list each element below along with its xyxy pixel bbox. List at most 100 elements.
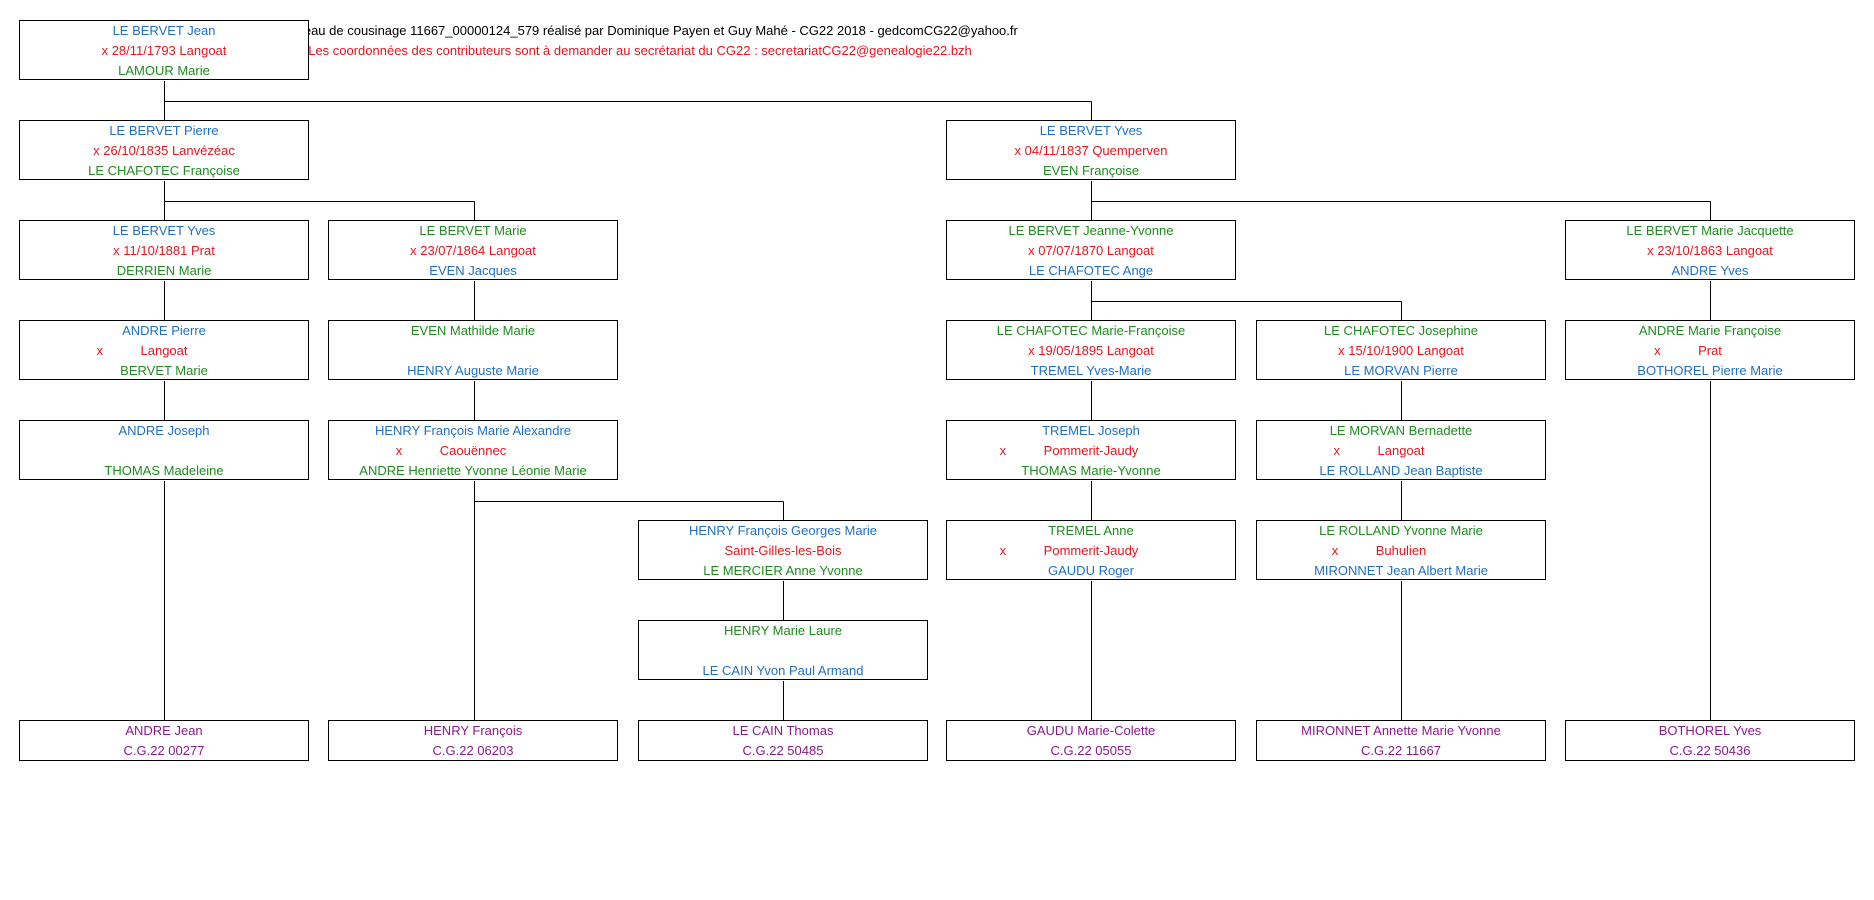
- person-box-le-bervet-yves-1881: LE BERVET Yves x 11/10/1881 Prat DERRIEN…: [19, 220, 309, 280]
- person-box-le-bervet-pierre: LE BERVET Pierre x 26/10/1835 Lanvézéac …: [19, 120, 309, 180]
- person-name: LE BERVET Jeanne-Yvonne: [1008, 223, 1174, 238]
- person-box-le-bervet-jean: LE BERVET Jean x 28/11/1793 Langoat LAMO…: [19, 20, 309, 80]
- contributor-name: BOTHOREL Yves: [1658, 723, 1762, 738]
- marriage-info: x 15/10/1900 Langoat: [1338, 343, 1464, 358]
- person-name: LE BERVET Marie: [419, 223, 527, 238]
- spouse-name: LE MERCIER Anne Yvonne: [703, 563, 863, 578]
- spouse-name: EVEN Jacques: [429, 263, 517, 278]
- marriage-info: x 04/11/1837 Quemperven: [1014, 143, 1168, 158]
- contributor-box-le-cain-thomas: LE CAIN Thomas C.G.22 50485: [638, 720, 928, 761]
- person-box-tremel-anne: TREMEL Anne x Pommerit-Jaudy GAUDU Roger: [946, 520, 1236, 580]
- marriage-mark: x: [999, 543, 1007, 558]
- person-name: LE ROLLAND Yvonne Marie: [1319, 523, 1483, 538]
- contributor-box-andre-jean: ANDRE Jean C.G.22 00277: [19, 720, 309, 761]
- person-name: ANDRE Pierre: [122, 323, 206, 338]
- marriage-place: Buhulien: [1375, 543, 1427, 558]
- marriage-info: x 19/05/1895 Langoat: [1028, 343, 1154, 358]
- contributor-box-henry-francois: HENRY François C.G.22 06203: [328, 720, 618, 761]
- spouse-name: DERRIEN Marie: [116, 263, 212, 278]
- person-name: LE MORVAN Bernadette: [1329, 423, 1473, 438]
- spouse-name: TREMEL Yves-Marie: [1030, 363, 1152, 378]
- person-name: LE BERVET Pierre: [109, 123, 219, 138]
- contributor-name: ANDRE Jean: [125, 723, 203, 738]
- marriage-place: Pommerit-Jaudy: [1043, 443, 1139, 458]
- person-name: ANDRE Joseph: [118, 423, 210, 438]
- person-box-le-chafotec-josephine: LE CHAFOTEC Josephine x 15/10/1900 Lango…: [1256, 320, 1546, 380]
- marriage-info: x 28/11/1793 Langoat: [101, 43, 227, 58]
- contributor-name: GAUDU Marie-Colette: [1026, 723, 1156, 738]
- spouse-name: GAUDU Roger: [1048, 563, 1134, 578]
- person-name: HENRY François Georges Marie: [688, 523, 878, 538]
- person-name: TREMEL Anne: [1048, 523, 1134, 538]
- person-box-henry-francois-georges-marie: HENRY François Georges Marie Saint-Gille…: [638, 520, 928, 580]
- marriage-info: x 23/10/1863 Langoat: [1647, 243, 1773, 258]
- marriage-mark: x: [1654, 343, 1661, 358]
- person-name: LE BERVET Marie Jacquette: [1626, 223, 1794, 238]
- person-box-le-bervet-marie: LE BERVET Marie x 23/07/1864 Langoat EVE…: [328, 220, 618, 280]
- marriage-mark: x: [999, 443, 1007, 458]
- marriage-mark: x: [1333, 443, 1341, 458]
- person-box-le-rolland-yvonne-marie: LE ROLLAND Yvonne Marie x Buhulien MIRONN…: [1256, 520, 1546, 580]
- marriage-info: x Langoat: [20, 343, 308, 359]
- spouse-name: ANDRE Yves: [1671, 263, 1749, 278]
- chart-title: Tableau de cousinage 11667_00000124_579 …: [280, 23, 1018, 38]
- person-box-le-bervet-yves: LE BERVET Yves x 04/11/1837 Quemperven E…: [946, 120, 1236, 180]
- marriage-info: x Buhulien: [1257, 543, 1545, 559]
- person-box-le-bervet-marie-jacquette: LE BERVET Marie Jacquette x 23/10/1863 L…: [1565, 220, 1855, 280]
- person-name: EVEN Mathilde Marie: [410, 323, 536, 338]
- person-box-henry-marie-laure: HENRY Marie Laure LE CAIN Yvon Paul Arma…: [638, 620, 928, 680]
- spouse-name: EVEN Françoise: [1042, 163, 1140, 178]
- marriage-info: x Langoat: [1257, 443, 1545, 459]
- marriage-info: x 23/07/1864 Langoat: [410, 243, 536, 258]
- contributor-id: C.G.22 50485: [742, 743, 824, 758]
- spouse-name: LE CAIN Yvon Paul Armand: [702, 663, 864, 678]
- marriage-place: Langoat: [140, 343, 188, 358]
- spouse-name: MIRONNET Jean Albert Marie: [1314, 563, 1488, 578]
- marriage-info: x 26/10/1835 Lanvézéac: [93, 143, 235, 158]
- contributor-name: HENRY François: [423, 723, 523, 738]
- spouse-name: THOMAS Madeleine: [104, 463, 224, 478]
- spouse-name: THOMAS Marie-Yvonne: [1021, 463, 1161, 478]
- contributor-name: MIRONNET Annette Marie Yvonne: [1301, 723, 1501, 738]
- marriage-info: Saint-Gilles-les-Bois: [724, 543, 842, 558]
- marriage-info: x 07/07/1870 Langoat: [1028, 243, 1154, 258]
- spouse-name: ANDRE Henriette Yvonne Léonie Marie: [359, 463, 587, 478]
- person-box-andre-joseph: ANDRE Joseph THOMAS Madeleine: [19, 420, 309, 480]
- contributor-box-mironnet-annette: MIRONNET Annette Marie Yvonne C.G.22 116…: [1256, 720, 1546, 761]
- marriage-place: Caouënnec: [439, 443, 507, 458]
- marriage-info: x Prat: [1566, 343, 1854, 359]
- person-name: HENRY Marie Laure: [723, 623, 842, 638]
- marriage-info: x Pommerit-Jaudy: [947, 543, 1235, 559]
- person-name: LE BERVET Yves: [112, 223, 216, 238]
- contributor-id: C.G.22 06203: [432, 743, 514, 758]
- contributor-id: C.G.22 00277: [123, 743, 205, 758]
- marriage-mark: x: [395, 443, 403, 458]
- marriage-mark: x: [96, 343, 104, 358]
- marriage-info: x Pommerit-Jaudy: [947, 443, 1235, 459]
- person-name: HENRY François Marie Alexandre: [374, 423, 572, 438]
- contributor-id: C.G.22 11667: [1361, 743, 1441, 758]
- person-name: ANDRE Marie Françoise: [1638, 323, 1782, 338]
- person-box-le-chafotec-marie-francoise: LE CHAFOTEC Marie-Françoise x 19/05/1895…: [946, 320, 1236, 380]
- marriage-place: Pommerit-Jaudy: [1043, 543, 1139, 558]
- contributor-id: C.G.22 05055: [1050, 743, 1132, 758]
- person-box-henry-francois-marie-alexandre: HENRY François Marie Alexandre x Caouënne…: [328, 420, 618, 480]
- person-box-even-mathilde-marie: EVEN Mathilde Marie HENRY Auguste Marie: [328, 320, 618, 380]
- contributors-note: Les coordonnées des contributeurs sont à…: [308, 43, 972, 58]
- person-name: LE BERVET Yves: [1039, 123, 1143, 138]
- spouse-name: LE MORVAN Pierre: [1344, 363, 1458, 378]
- spouse-name: LE CHAFOTEC Françoise: [88, 163, 240, 178]
- marriage-place: Prat: [1698, 343, 1722, 358]
- person-name: LE CHAFOTEC Marie-Françoise: [996, 323, 1186, 338]
- contributor-name: LE CAIN Thomas: [732, 723, 834, 738]
- marriage-mark: x: [1331, 543, 1339, 558]
- person-name: LE CHAFOTEC Josephine: [1324, 323, 1478, 338]
- marriage-place: Langoat: [1377, 443, 1425, 458]
- spouse-name: LE CHAFOTEC Ange: [1028, 263, 1154, 278]
- person-box-le-bervet-jeanne-yvonne: LE BERVET Jeanne-Yvonne x 07/07/1870 Lan…: [946, 220, 1236, 280]
- contributor-id: C.G.22 50436: [1669, 743, 1751, 758]
